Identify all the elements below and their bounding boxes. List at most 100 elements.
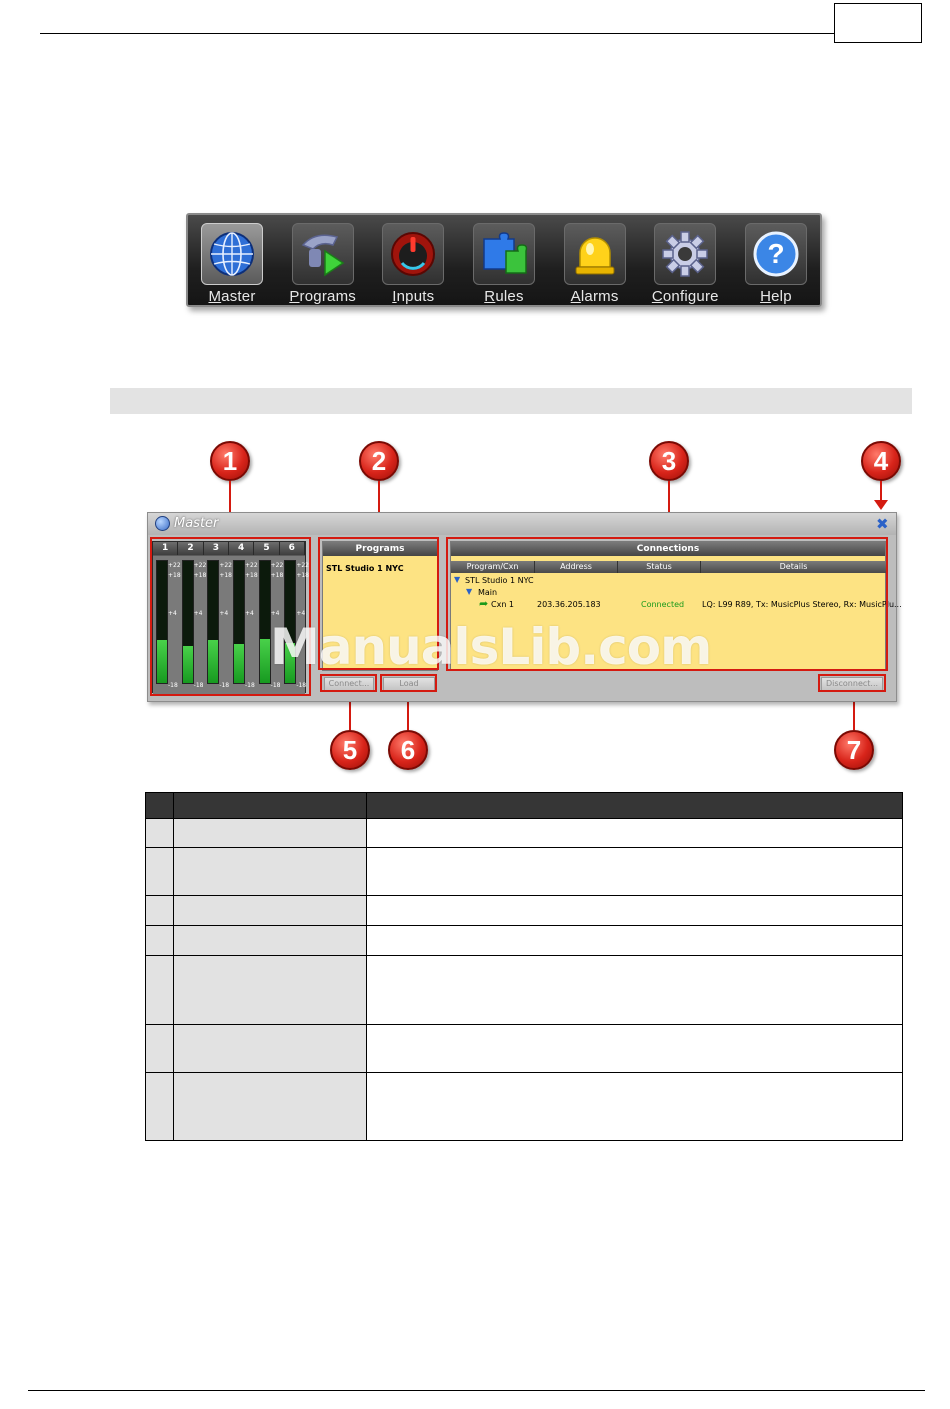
callout-5: 5 [330, 730, 370, 770]
table-cell [366, 847, 903, 896]
meter-scale: +22+18+4-18 [245, 558, 258, 689]
table-header-cell [366, 792, 903, 819]
meter-scale: +22+18+4-18 [193, 558, 207, 689]
cxn-status: Connected [641, 600, 685, 609]
callout-1: 1 [210, 441, 250, 481]
column-status[interactable]: Status [618, 561, 701, 573]
page-number-box [834, 3, 922, 43]
meter-scale-label: +4 [219, 610, 229, 617]
table-cell [366, 818, 903, 848]
master-window-titlebar [148, 513, 896, 535]
table-cell [173, 895, 367, 926]
toolbar-alarms-button[interactable]: Alarms [559, 223, 631, 305]
meter-body: +22+18+4-18+22+18+4-18+22+18+4-18+22+18+… [153, 556, 309, 694]
meter-bar [156, 560, 168, 684]
meter-channel-label: 2 [178, 542, 204, 555]
watermark: ManualsLib.com [270, 618, 712, 676]
meter-scale-label: +18 [168, 572, 181, 579]
meter-scale: +22+18+4-18 [168, 558, 181, 689]
meter-bar [284, 560, 297, 684]
highlight-load [380, 674, 437, 692]
globe-icon [155, 516, 170, 531]
meter-scale-label: +4 [296, 610, 306, 617]
toolbar-help-label: Help [760, 288, 792, 305]
main-toolbar: Master Programs Inputs [186, 213, 822, 307]
toolbar-rules-button[interactable]: Rules [468, 223, 540, 305]
toolbar-master-label: Master [208, 288, 256, 305]
toolbar-alarms-label: Alarms [570, 288, 619, 305]
header-rule [40, 33, 834, 34]
connections-panel: Connections Program/Cxn Address Status D… [450, 541, 902, 671]
meter-scale-label: -18 [168, 682, 178, 689]
table-row [145, 955, 903, 1025]
table-header-cell [173, 792, 367, 819]
toolbar-configure-button[interactable]: Configure [649, 223, 721, 305]
meter-channel-header: 1 2 3 4 5 6 [153, 542, 305, 555]
table-row [145, 1072, 903, 1141]
meter-level-fill [208, 640, 219, 683]
table-row [145, 818, 903, 848]
table-cell [145, 925, 174, 956]
meter-scale-label: -18 [245, 682, 255, 689]
meter-level-fill [285, 642, 296, 683]
column-program-cxn[interactable]: Program/Cxn [451, 561, 535, 573]
highlight-disconnect [818, 674, 886, 692]
callout-4: 4 [861, 441, 901, 481]
toolbar-inputs-button[interactable]: Inputs [377, 223, 449, 305]
tree-group[interactable]: Main [478, 588, 498, 597]
meter-scale-label: +22 [270, 562, 284, 569]
close-icon[interactable]: ✖ [876, 515, 889, 533]
column-address[interactable]: Address [535, 561, 618, 573]
power-dial-icon [382, 223, 445, 285]
table-cell [145, 1024, 174, 1073]
meter-scale-label: -18 [193, 682, 204, 689]
program-item[interactable]: STL Studio 1 NYC [326, 564, 404, 573]
callout-7: 7 [834, 730, 874, 770]
meter-level-fill [182, 646, 193, 683]
toolbar-help-button[interactable]: ? Help [740, 223, 812, 305]
table-cell [173, 925, 367, 956]
toolbar-rules-label: Rules [484, 288, 524, 305]
highlight-programs [318, 537, 439, 670]
globe-icon [201, 223, 263, 285]
callout-7-line [853, 690, 855, 730]
table-cell [366, 925, 903, 956]
table-cell [145, 847, 174, 896]
tree-program[interactable]: STL Studio 1 NYC [465, 576, 534, 585]
table-cell [173, 818, 367, 848]
cxn-address: 203.36.205.183 [537, 600, 601, 609]
help-icon: ? [744, 223, 807, 285]
expand-triangle-icon[interactable]: ▼ [466, 587, 473, 596]
toolbar-configure-label: Configure [651, 288, 719, 305]
table-cell [366, 895, 903, 926]
toolbar-programs-button[interactable]: Programs [287, 223, 359, 305]
connected-arrow-icon: ➦ [479, 597, 489, 610]
table-header-row [145, 792, 903, 819]
meter-channel-label: 5 [254, 542, 280, 555]
highlight-connect [320, 674, 377, 692]
expand-triangle-icon[interactable]: ▼ [454, 575, 461, 584]
callout-5-line [349, 690, 351, 730]
toolbar-inputs-label: Inputs [392, 288, 435, 305]
meter-scale: +22+18+4-18 [296, 558, 309, 689]
table-row [145, 1024, 903, 1073]
table-cell [173, 1072, 367, 1141]
meter-bar [181, 560, 194, 684]
meter-scale: +22+18+4-18 [270, 558, 284, 689]
meter-scale-label: -18 [219, 682, 230, 689]
meter-bar [207, 560, 220, 684]
meter-level-fill [157, 640, 167, 683]
meter-scale-label: +4 [270, 610, 280, 617]
meter-bar [258, 560, 271, 684]
callout-3: 3 [649, 441, 689, 481]
table-row [145, 847, 903, 896]
meter-bar [233, 560, 245, 684]
meter-scale-label: +4 [193, 610, 203, 617]
connections-header: Connections [451, 542, 885, 556]
meter-channel-label: 1 [153, 542, 179, 555]
toolbar-master-button[interactable]: Master [196, 223, 268, 305]
table-cell [366, 1072, 903, 1141]
meter-scale-label: +18 [245, 572, 258, 579]
tree-cxn[interactable]: Cxn 1 [491, 600, 515, 609]
master-window-title: Master [174, 516, 219, 531]
